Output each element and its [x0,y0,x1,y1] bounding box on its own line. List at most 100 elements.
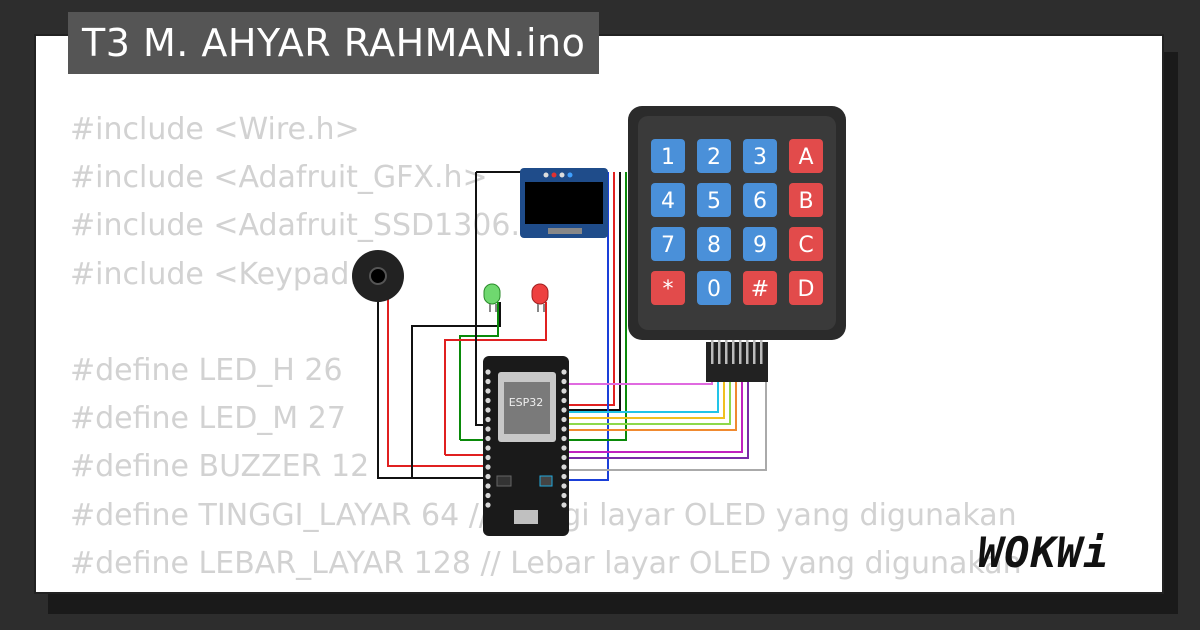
esp32-pin [485,492,491,499]
esp32-pin [561,397,567,404]
keypad-key[interactable]: 9 [743,227,777,261]
keypad-key-label: 4 [661,189,675,214]
keypad-key[interactable]: # [743,271,777,305]
keypad-connector-pin [739,340,742,364]
esp32-pin [561,435,567,442]
esp32-pin [561,473,567,480]
keypad-key[interactable]: 0 [697,271,731,305]
esp32-pin [485,369,491,375]
keypad-key-label: 5 [707,189,721,214]
keypad-key-label: 3 [753,145,767,170]
keypad-key[interactable]: 6 [743,183,777,217]
esp32-pin [485,464,491,470]
esp32-pin [561,378,567,385]
esp32-pin [485,502,491,508]
keypad-key-label: C [798,233,813,258]
esp32-pin [485,416,491,423]
keypad-key[interactable]: 7 [651,227,685,261]
wire-led-red [444,302,547,455]
code-line: #define LEBAR_LAYAR 128 // Lebar layar O… [70,545,1022,581]
wire-kp-1 [566,372,713,385]
keypad-key[interactable]: A [789,139,823,173]
esp32-board: ESP32 [483,356,569,536]
esp32-pin [485,483,491,489]
keypad-key-label: 7 [661,233,675,258]
keypad-key-label: 6 [753,189,767,214]
code-line: #define LED_H 26 [70,352,343,388]
esp32-pin [561,369,567,375]
keypad-connector-pin [711,340,714,364]
esp32-pin [485,426,491,432]
code-line: #include <Wire.h> [70,112,360,147]
esp32-pin [561,502,567,508]
wire-oled-sda [566,172,609,481]
esp-chip-label: ESP32 [509,396,544,409]
esp32-pin [561,445,567,451]
esp32-pin [561,464,567,470]
keypad-key-label: 2 [707,145,721,170]
keypad-connector-pin [725,340,728,364]
keypad-connector-pin [732,340,735,364]
code-line: #include <Adafruit_GFX.h> [70,160,488,196]
keypad-connector-pin [760,340,763,364]
wire-oled-2 [566,172,615,406]
wire-kp-8 [566,380,767,471]
code-line: #define BUZZER 12 [70,449,370,485]
keypad-connector-pin [746,340,749,364]
keypad-key-label: B [798,189,813,214]
project-title: T3 M. AHYAR RAHMAN.ino [68,12,600,74]
wokwi-logo: WOKWi [978,528,1110,577]
esp32-pin [485,473,491,480]
keypad-key-label: 9 [753,233,767,258]
project-card[interactable]: #include <Wire.h> #include <Adafruit_GFX… [34,34,1164,594]
esp32-pin [485,397,491,404]
keypad-key[interactable]: 2 [697,139,731,173]
code-line: #include <Adafruit_SSD1306.h> [70,208,565,244]
code-preview: #include <Wire.h> #include <Adafruit_GFX… [70,106,1022,588]
wire-oled-scl [566,172,627,441]
buzzer-component [352,250,404,302]
keypad-key[interactable]: 8 [697,227,731,261]
wire-buzzer-sig [387,298,488,467]
esp32-pin [561,492,567,499]
wire-oled-1 [566,172,621,411]
keypad-key[interactable]: 4 [651,183,685,217]
keypad-connector-pin [718,340,721,364]
keypad-key[interactable]: * [651,271,685,305]
esp32-pins: /* pins drawn by script below */ [485,369,567,508]
keypad-connector-pin [753,340,756,364]
keypad-key[interactable]: 3 [743,139,777,173]
wire-kp-3 [566,380,725,419]
wire-buzzer-gnd [377,298,488,479]
keypad-key-label: 0 [707,277,721,302]
esp32-pin [485,388,491,394]
esp32-pin [485,407,491,413]
keypad-key-label: A [798,145,813,170]
wire-kp-5 [566,380,737,431]
keypad-key[interactable]: C [789,227,823,261]
keypad-key-label: 1 [661,145,675,170]
keypad-key[interactable]: 1 [651,139,685,173]
keypad-key[interactable]: D [789,271,823,305]
keypad-key-label: * [663,277,674,302]
keypad-key-label: # [751,277,769,302]
esp32-pin [561,388,567,394]
keypad-key-label: D [798,277,815,302]
wire-led-gnd [411,302,501,478]
esp32-pin [561,454,567,461]
wire-led-green [459,302,499,440]
led-red [531,283,549,312]
keypad-key[interactable]: B [789,183,823,217]
keypad-key[interactable]: 5 [697,183,731,217]
esp32-pin [485,378,491,385]
wire-kp-6 [566,380,743,453]
esp32-pin [485,445,491,451]
oled-display [520,168,608,238]
code-line: #define LED_M 27 [70,401,346,437]
esp32-pin [561,416,567,423]
wire-kp-2 [566,380,719,413]
esp32-pin [561,407,567,413]
keypad-key-label: 8 [707,233,721,258]
keypad-4x4: 1 2 3 A 4 5 6 B 7 8 9 C * 0 # D [628,106,846,382]
